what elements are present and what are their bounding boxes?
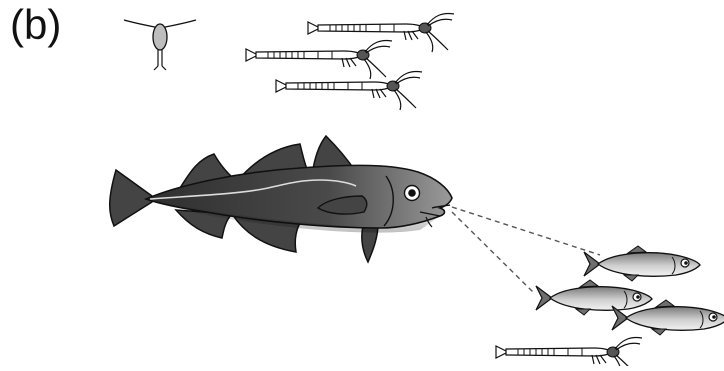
- copepod-icon: [124, 20, 196, 70]
- krill-icon: [276, 71, 422, 110]
- small-fish-icon: [536, 280, 652, 315]
- krill-icon: [246, 40, 392, 79]
- panel-label: (b): [10, 4, 61, 46]
- predation-lines: [452, 207, 600, 293]
- cod-fish-icon: [110, 136, 452, 262]
- krill-icon: [496, 337, 642, 366]
- small-fish-icon: [584, 246, 700, 281]
